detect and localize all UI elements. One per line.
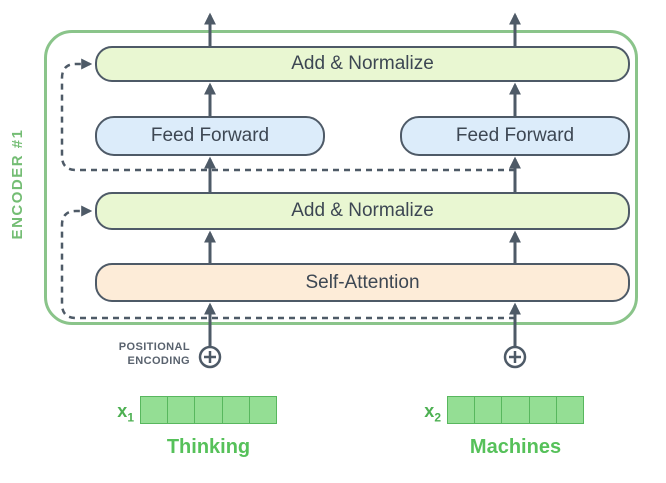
self-attention-block: Self-Attention: [95, 263, 630, 302]
input-label-x1-sub: 1: [127, 410, 134, 425]
input-label-x2-sub: 2: [434, 410, 441, 425]
input-label-x2: x2: [405, 400, 441, 429]
input-label-x1-var: x: [117, 401, 128, 421]
embedding-cell: [474, 397, 501, 423]
positional-encoding-label: POSITIONAL ENCODING: [76, 341, 190, 368]
embedding-cell: [448, 397, 474, 423]
embedding-cell: [141, 397, 167, 423]
encoder-box: [44, 30, 638, 325]
feed-forward-left-block: Feed Forward: [95, 116, 325, 156]
embedding-cell: [221, 397, 249, 423]
embedding-cell: [501, 397, 528, 423]
embedding-cell: [528, 397, 556, 423]
positional-encoding-line1: POSITIONAL: [118, 341, 190, 353]
embedding-cell: [248, 397, 276, 423]
embedding-cell: [194, 397, 221, 423]
add-normalize-bottom-block: Add & Normalize: [95, 192, 630, 230]
input-label-x2-var: x: [424, 401, 435, 421]
positional-encoding-line2: ENCODING: [127, 354, 190, 367]
positional-plus-icon-left: [198, 345, 222, 369]
embedding-vector-x1: [140, 396, 277, 424]
embedding-cell: [555, 397, 583, 423]
embedding-cell: [167, 397, 194, 423]
input-label-x1: x1: [98, 400, 134, 429]
add-normalize-top-block: Add & Normalize: [95, 46, 630, 82]
input-word-machines: Machines: [469, 436, 562, 458]
feed-forward-right-block: Feed Forward: [400, 116, 630, 156]
input-word-thinking: Thinking: [166, 436, 251, 458]
embedding-vector-x2: [447, 396, 584, 424]
positional-plus-icon-right: [503, 345, 527, 369]
encoder-label: ENCODER #1: [9, 128, 26, 240]
